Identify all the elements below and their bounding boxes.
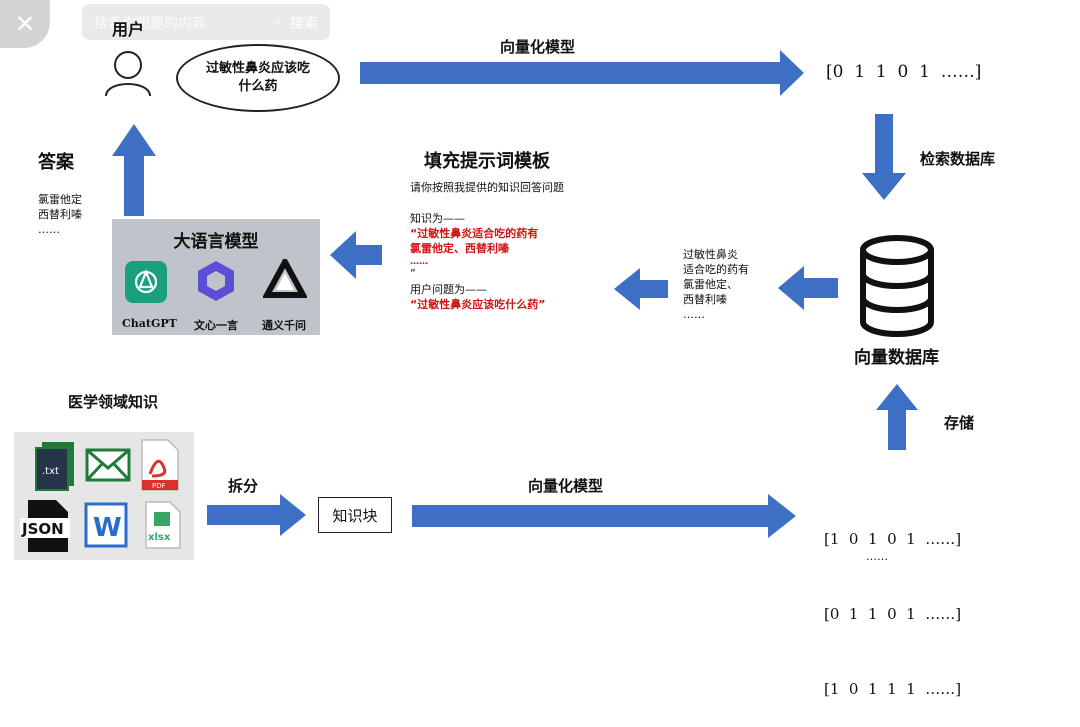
vector-row: [0 1 1 0 1 ……] (824, 605, 962, 623)
domain-knowledge-label: 医学领域知识 (68, 393, 159, 411)
retrieved-line: 西替利嗪 (683, 293, 727, 306)
close-icon: ✕ (14, 10, 36, 38)
search-db-label: 检索数据库 (920, 150, 996, 168)
wenxin-logo-icon (194, 259, 236, 301)
store-label: 存储 (944, 414, 975, 432)
arrow-template-to-llm (330, 231, 382, 279)
database-icon (860, 235, 934, 337)
arrow-search-db (862, 114, 906, 200)
answer-line: …… (38, 223, 60, 236)
question-bubble: 过敏性鼻炎应该吃什么药 (176, 44, 340, 112)
model-name: ChatGPT (122, 317, 177, 330)
vector-ellipsis: …… (866, 550, 888, 563)
chunk-label: 知识块 (332, 506, 378, 525)
file-label: JSON (21, 520, 64, 538)
knowledge-chunk-box: 知识块 (318, 497, 392, 533)
search-input[interactable]: 搜索你想要的内容 (94, 16, 206, 32)
template-body: 知识为—— “过敏性鼻炎适合吃的药有 氯雷他定、西替利嗪 …… ” 用户问题为—… (410, 211, 545, 312)
search-button[interactable]: 搜索 (290, 16, 318, 32)
search-icon[interactable]: ⌕ (274, 13, 282, 29)
query-vector: [0 1 1 0 1 ……] (826, 62, 982, 82)
question-text: 过敏性鼻炎应该吃什么药 (205, 61, 310, 94)
word-file-icon: W (84, 502, 128, 552)
split-label: 拆分 (228, 477, 259, 495)
answer-list: 氯雷他定 西替利嗪 …… (38, 192, 82, 237)
retrieved-line: 过敏性鼻炎 (683, 248, 738, 261)
arrow-text-to-template (614, 268, 668, 310)
llm-box: 大语言模型 ChatGPT 文心一言 通义千问 (112, 219, 320, 335)
arrow-split (207, 494, 306, 536)
vector-row: [1 0 1 1 1 ……] (824, 680, 962, 698)
file-icons-panel: .txt PDF JSON W xlsx (14, 432, 194, 560)
arrow-store (876, 384, 918, 450)
template-title: 填充提示词模板 (424, 151, 550, 172)
answer-line: 西替利嗪 (38, 208, 82, 221)
question-text: “过敏性鼻炎应该吃什么药” (410, 298, 546, 311)
json-file-icon: JSON (18, 498, 74, 558)
user-icon (105, 51, 151, 97)
retrieved-line: 氯雷他定、 (683, 278, 738, 291)
model-name: 文心一言 (194, 319, 238, 332)
vectorize-label-top: 向量化模型 (500, 38, 576, 56)
file-label: .txt (42, 466, 59, 477)
arrow-llm-to-user (112, 124, 156, 216)
answer-title: 答案 (38, 152, 74, 173)
tongyi-logo-icon (261, 255, 309, 301)
knowledge-line: 氯雷他定、西替利嗪 (410, 242, 509, 255)
pdf-file-icon: PDF (138, 438, 180, 496)
txt-file-icon: .txt (32, 440, 78, 496)
search-bar[interactable]: 搜索你想要的内容 ⌕ 搜索 (82, 4, 330, 40)
email-file-icon (84, 446, 132, 490)
knowledge-close: ” (410, 267, 416, 280)
vectorize-label-bottom: 向量化模型 (528, 477, 604, 495)
llm-title: 大语言模型 (173, 232, 259, 252)
close-button[interactable]: ✕ (0, 0, 50, 48)
arrow-db-to-text (778, 266, 838, 310)
knowledge-intro: 知识为—— (410, 212, 465, 225)
file-label: W (93, 513, 122, 543)
model-name: 通义千问 (262, 319, 306, 332)
template-instruction: 请你按照我提供的知识回答问题 (410, 181, 564, 194)
arrow-user-to-vector (360, 50, 804, 96)
retrieved-line: …… (683, 308, 705, 321)
knowledge-ellipsis: …… (410, 257, 428, 267)
file-label: xlsx (148, 532, 171, 543)
file-label: PDF (152, 482, 166, 490)
knowledge-line: “过敏性鼻炎适合吃的药有 (410, 227, 539, 240)
vector-row: [1 0 1 0 1 ……] (824, 530, 962, 548)
retrieved-text: 过敏性鼻炎 适合吃的药有 氯雷他定、 西替利嗪 …… (683, 247, 749, 322)
user-label: 用户 (112, 20, 145, 39)
vector-db-label: 向量数据库 (854, 348, 939, 368)
chatgpt-logo-icon (125, 261, 167, 303)
retrieved-line: 适合吃的药有 (683, 263, 749, 276)
arrow-chunk-to-vector (412, 494, 796, 538)
vector-list: [1 0 1 0 1 ……] [0 1 1 0 1 ……] [1 0 1 1 1… (824, 477, 961, 727)
answer-line: 氯雷他定 (38, 193, 82, 206)
excel-file-icon: xlsx (142, 500, 184, 554)
question-intro: 用户问题为—— (410, 283, 487, 296)
